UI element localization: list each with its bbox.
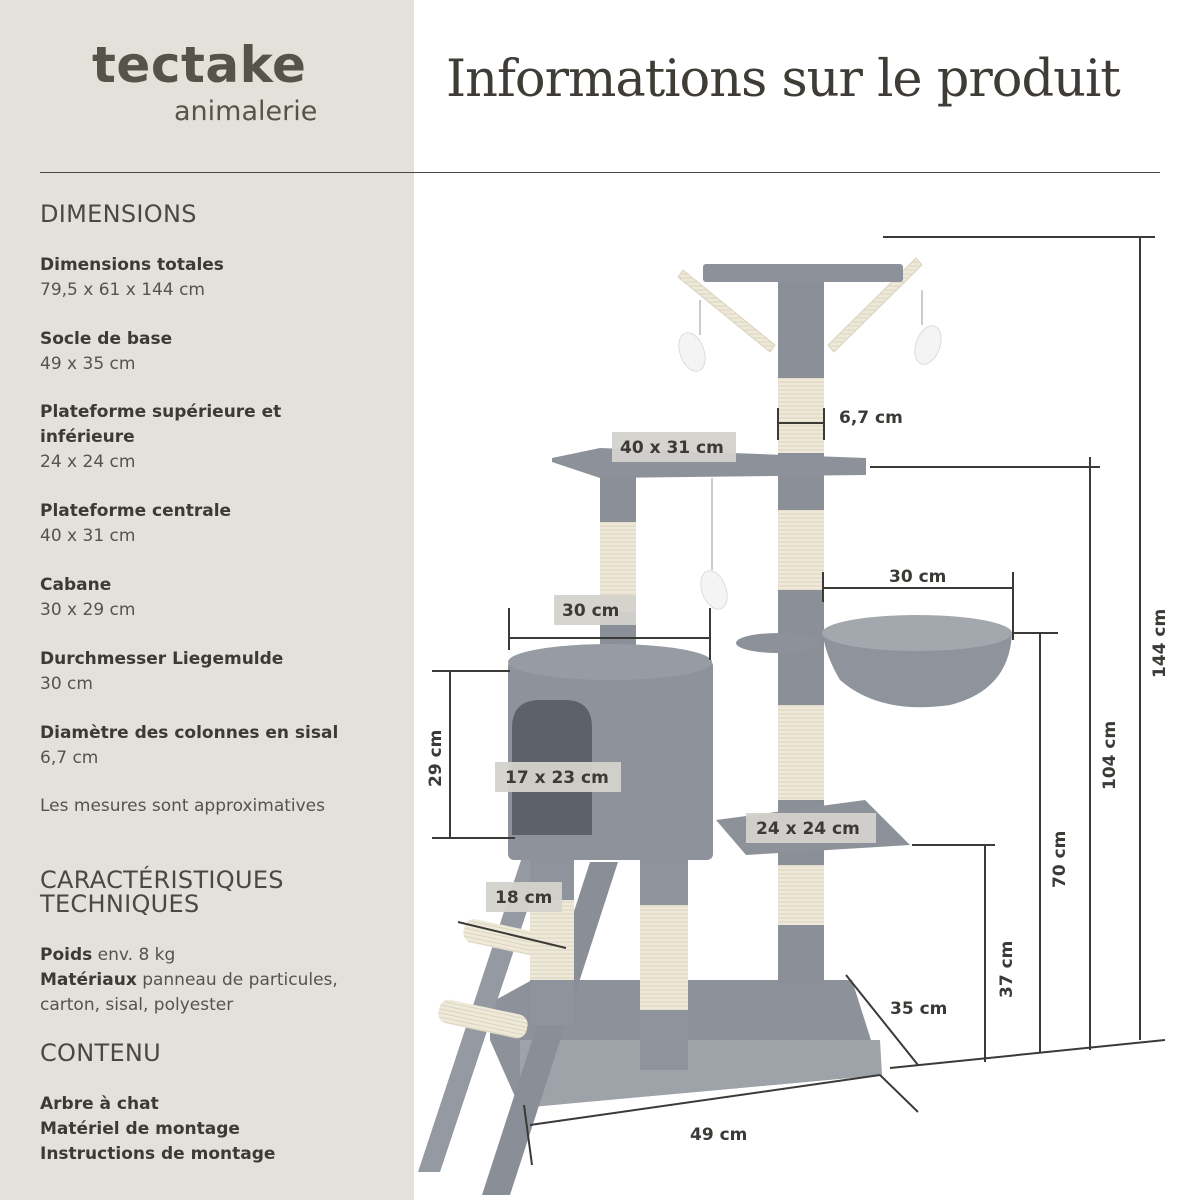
spec-top-bottom-platform: Plateforme supérieure et inférieure 24 x… <box>40 400 320 475</box>
contents-item: Instructions de montage <box>40 1144 276 1164</box>
main-column <box>778 275 824 985</box>
spec-label: Dimensions totales <box>40 255 224 275</box>
weight-label: Poids <box>40 945 93 965</box>
spec-label: Socle de base <box>40 329 173 349</box>
top-platform <box>677 257 923 353</box>
materials-label: Matériaux <box>40 970 137 990</box>
spec-center-platform: Plateforme centrale 40 x 31 cm <box>40 499 385 549</box>
page-title: Informations sur le produit <box>446 50 1121 109</box>
weight-line: Poids env. 8 kg <box>40 943 380 968</box>
contents-item: Arbre à chat <box>40 1094 159 1114</box>
spec-label: Plateforme centrale <box>40 501 232 521</box>
spec-label: Durchmesser Liegemulde <box>40 649 284 669</box>
spec-value: 49 x 35 cm <box>40 354 136 374</box>
label-base-width: 49 cm <box>690 1125 747 1145</box>
spec-column-diameter: Diamètre des colonnes en sisal 6,7 cm <box>40 721 385 771</box>
label-center-platform: 40 x 31 cm <box>620 438 724 458</box>
spec-bed-diameter: Durchmesser Liegemulde 30 cm <box>40 647 385 697</box>
label-house-width: 30 cm <box>562 601 619 621</box>
label-house-height: 29 cm <box>426 730 446 787</box>
spec-label: Diamètre des colonnes en sisal <box>40 723 339 743</box>
label-house-opening: 17 x 23 cm <box>505 768 609 788</box>
spec-label: Cabane <box>40 575 112 595</box>
label-ladder-width: 18 cm <box>495 888 552 908</box>
weight-value: env. 8 kg <box>97 945 176 965</box>
label-column-diameter: 6,7 cm <box>839 408 903 428</box>
contents-item: Matériel de montage <box>40 1119 240 1139</box>
cat-house <box>508 644 713 860</box>
spec-value: 6,7 cm <box>40 748 99 768</box>
tech-heading: CARACTÉRISTIQUES TECHNIQUES <box>40 866 284 918</box>
label-height-bed: 70 cm <box>1050 831 1070 888</box>
brand-logo: tectake animalerie <box>92 36 332 125</box>
spec-value: 30 x 29 cm <box>40 600 136 620</box>
contents-list: Arbre à chat Matériel de montage Instruc… <box>40 1092 275 1167</box>
spec-value: 30 cm <box>40 674 93 694</box>
dimensions-heading: DIMENSIONS <box>40 200 197 228</box>
info-sidebar <box>0 0 414 1200</box>
spec-value: 79,5 x 61 x 144 cm <box>40 280 205 300</box>
approximate-note: Les mesures sont approximatives <box>40 796 325 816</box>
label-bed-diameter: 30 cm <box>889 567 946 587</box>
house-posts <box>530 860 688 1070</box>
label-height-center: 104 cm <box>1100 721 1120 790</box>
dimension-lines <box>432 236 1166 1166</box>
brand-tagline: animalerie <box>174 96 318 127</box>
spec-label: Plateforme supérieure et inférieure <box>40 402 282 447</box>
contents-heading: CONTENU <box>40 1039 162 1067</box>
label-height-total: 144 cm <box>1150 609 1170 678</box>
header-divider <box>40 172 1160 173</box>
materials-value: panneau de particules, carton, sisal, po… <box>40 970 338 1015</box>
label-base-depth: 35 cm <box>890 999 947 1019</box>
tech-specs: Poids env. 8 kg Matériaux panneau de par… <box>40 943 380 1018</box>
materials-line: Matériaux panneau de particules, carton,… <box>40 968 380 1018</box>
bed-basket <box>736 615 1012 708</box>
label-height-lower-platform: 37 cm <box>997 941 1017 998</box>
spec-overall: Dimensions totales 79,5 x 61 x 144 cm <box>40 253 385 303</box>
brand-name: tectake <box>92 36 307 94</box>
spec-base: Socle de base 49 x 35 cm <box>40 327 385 377</box>
spec-value: 24 x 24 cm <box>40 452 136 472</box>
spec-value: 40 x 31 cm <box>40 526 136 546</box>
label-lower-platform: 24 x 24 cm <box>756 819 860 839</box>
spec-house: Cabane 30 x 29 cm <box>40 573 385 623</box>
hanging-toys <box>678 290 942 610</box>
